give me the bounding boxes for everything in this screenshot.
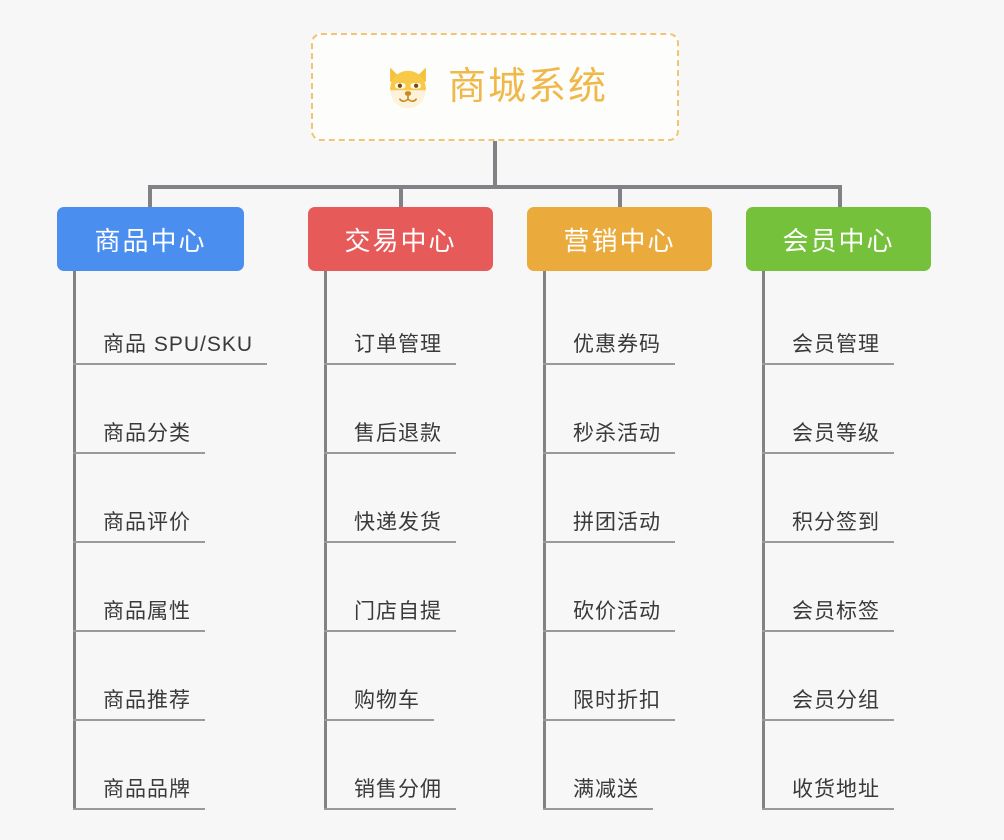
connector-root-vertical <box>493 141 497 188</box>
category-column-会员中心: 会员中心 会员管理 会员等级 积分签到 会员标签 会员分组 收货地址 <box>746 207 931 810</box>
connector-drop-4 <box>838 185 842 207</box>
leaf-label: 快递发货 <box>324 511 456 543</box>
root-node[interactable]: 商城系统 <box>311 33 679 141</box>
category-column-商品中心: 商品中心 商品 SPU/SKU 商品分类 商品评价 商品属性 商品推荐 商品品牌 <box>57 207 268 810</box>
leaf-item[interactable]: 购物车 <box>308 632 493 721</box>
leaf-label: 订单管理 <box>324 333 456 365</box>
leaf-trunk <box>73 271 76 810</box>
leaf-item[interactable]: 门店自提 <box>308 543 493 632</box>
category-header-3[interactable]: 营销中心 <box>527 207 712 271</box>
leaf-item[interactable]: 会员标签 <box>746 543 931 632</box>
leaf-label: 会员管理 <box>762 333 894 365</box>
leaf-label: 购物车 <box>324 689 434 721</box>
leaf-item[interactable]: 销售分佣 <box>308 721 493 810</box>
leaf-trunk <box>762 271 765 810</box>
leaf-item[interactable]: 商品属性 <box>57 543 267 632</box>
category-header-2[interactable]: 交易中心 <box>308 207 493 271</box>
leaf-item[interactable]: 砍价活动 <box>527 543 712 632</box>
category-title: 会员中心 <box>782 225 895 256</box>
leaf-item[interactable]: 优惠券码 <box>527 279 712 365</box>
leaf-label: 商品 SPU/SKU <box>73 333 268 365</box>
connector-drop-1 <box>148 185 152 207</box>
leaf-item[interactable]: 会员等级 <box>746 365 931 454</box>
connector-horizontal-bus <box>148 185 842 189</box>
leaf-item[interactable]: 商品推荐 <box>57 632 267 721</box>
leaf-item[interactable]: 商品品牌 <box>57 721 267 810</box>
leaf-item[interactable]: 拼团活动 <box>527 454 712 543</box>
leaf-item[interactable]: 售后退款 <box>308 365 493 454</box>
leaf-group-1: 商品 SPU/SKU 商品分类 商品评价 商品属性 商品推荐 商品品牌 <box>57 271 268 810</box>
leaf-label: 优惠券码 <box>543 333 675 365</box>
leaf-label: 商品推荐 <box>73 689 205 721</box>
leaf-trunk <box>324 271 327 810</box>
connector-drop-3 <box>618 185 622 207</box>
leaf-label: 售后退款 <box>324 422 456 454</box>
leaf-item[interactable]: 秒杀活动 <box>527 365 712 454</box>
connector-drop-2 <box>399 185 403 207</box>
leaf-label: 秒杀活动 <box>543 422 675 454</box>
leaf-item[interactable]: 会员管理 <box>746 279 931 365</box>
leaf-group-2: 订单管理 售后退款 快递发货 门店自提 购物车 销售分佣 <box>308 271 493 810</box>
leaf-label: 商品分类 <box>73 422 205 454</box>
leaf-item[interactable]: 订单管理 <box>308 279 493 365</box>
leaf-label: 收货地址 <box>762 778 894 810</box>
leaf-trunk <box>543 271 546 810</box>
root-title: 商城系统 <box>447 66 608 108</box>
leaf-item[interactable]: 快递发货 <box>308 454 493 543</box>
leaf-item[interactable]: 商品 SPU/SKU <box>57 279 268 365</box>
category-header-4[interactable]: 会员中心 <box>746 207 931 271</box>
dog-face-icon <box>382 61 434 113</box>
leaf-label: 商品评价 <box>73 511 205 543</box>
leaf-item[interactable]: 商品分类 <box>57 365 267 454</box>
category-title: 营销中心 <box>563 225 676 256</box>
leaf-label: 拼团活动 <box>543 511 675 543</box>
category-title: 商品中心 <box>94 225 207 256</box>
category-header-1[interactable]: 商品中心 <box>57 207 244 271</box>
leaf-label: 限时折扣 <box>543 689 675 721</box>
leaf-item[interactable]: 限时折扣 <box>527 632 712 721</box>
category-title: 交易中心 <box>344 225 457 256</box>
leaf-label: 积分签到 <box>762 511 894 543</box>
leaf-item[interactable]: 商品评价 <box>57 454 267 543</box>
leaf-label: 销售分佣 <box>324 778 456 810</box>
leaf-label: 满减送 <box>543 778 653 810</box>
leaf-label: 商品品牌 <box>73 778 205 810</box>
leaf-label: 砍价活动 <box>543 600 675 632</box>
leaf-label: 会员分组 <box>762 689 894 721</box>
leaf-group-4: 会员管理 会员等级 积分签到 会员标签 会员分组 收货地址 <box>746 271 931 810</box>
leaf-label: 门店自提 <box>324 600 456 632</box>
leaf-label: 会员标签 <box>762 600 894 632</box>
leaf-item[interactable]: 收货地址 <box>746 721 931 810</box>
category-column-交易中心: 交易中心 订单管理 售后退款 快递发货 门店自提 购物车 销售分佣 <box>308 207 493 810</box>
leaf-label: 会员等级 <box>762 422 894 454</box>
leaf-group-3: 优惠券码 秒杀活动 拼团活动 砍价活动 限时折扣 满减送 <box>527 271 712 810</box>
leaf-item[interactable]: 积分签到 <box>746 454 931 543</box>
leaf-label: 商品属性 <box>73 600 205 632</box>
category-column-营销中心: 营销中心 优惠券码 秒杀活动 拼团活动 砍价活动 限时折扣 满减送 <box>527 207 712 810</box>
leaf-item[interactable]: 会员分组 <box>746 632 931 721</box>
leaf-item[interactable]: 满减送 <box>527 721 712 810</box>
